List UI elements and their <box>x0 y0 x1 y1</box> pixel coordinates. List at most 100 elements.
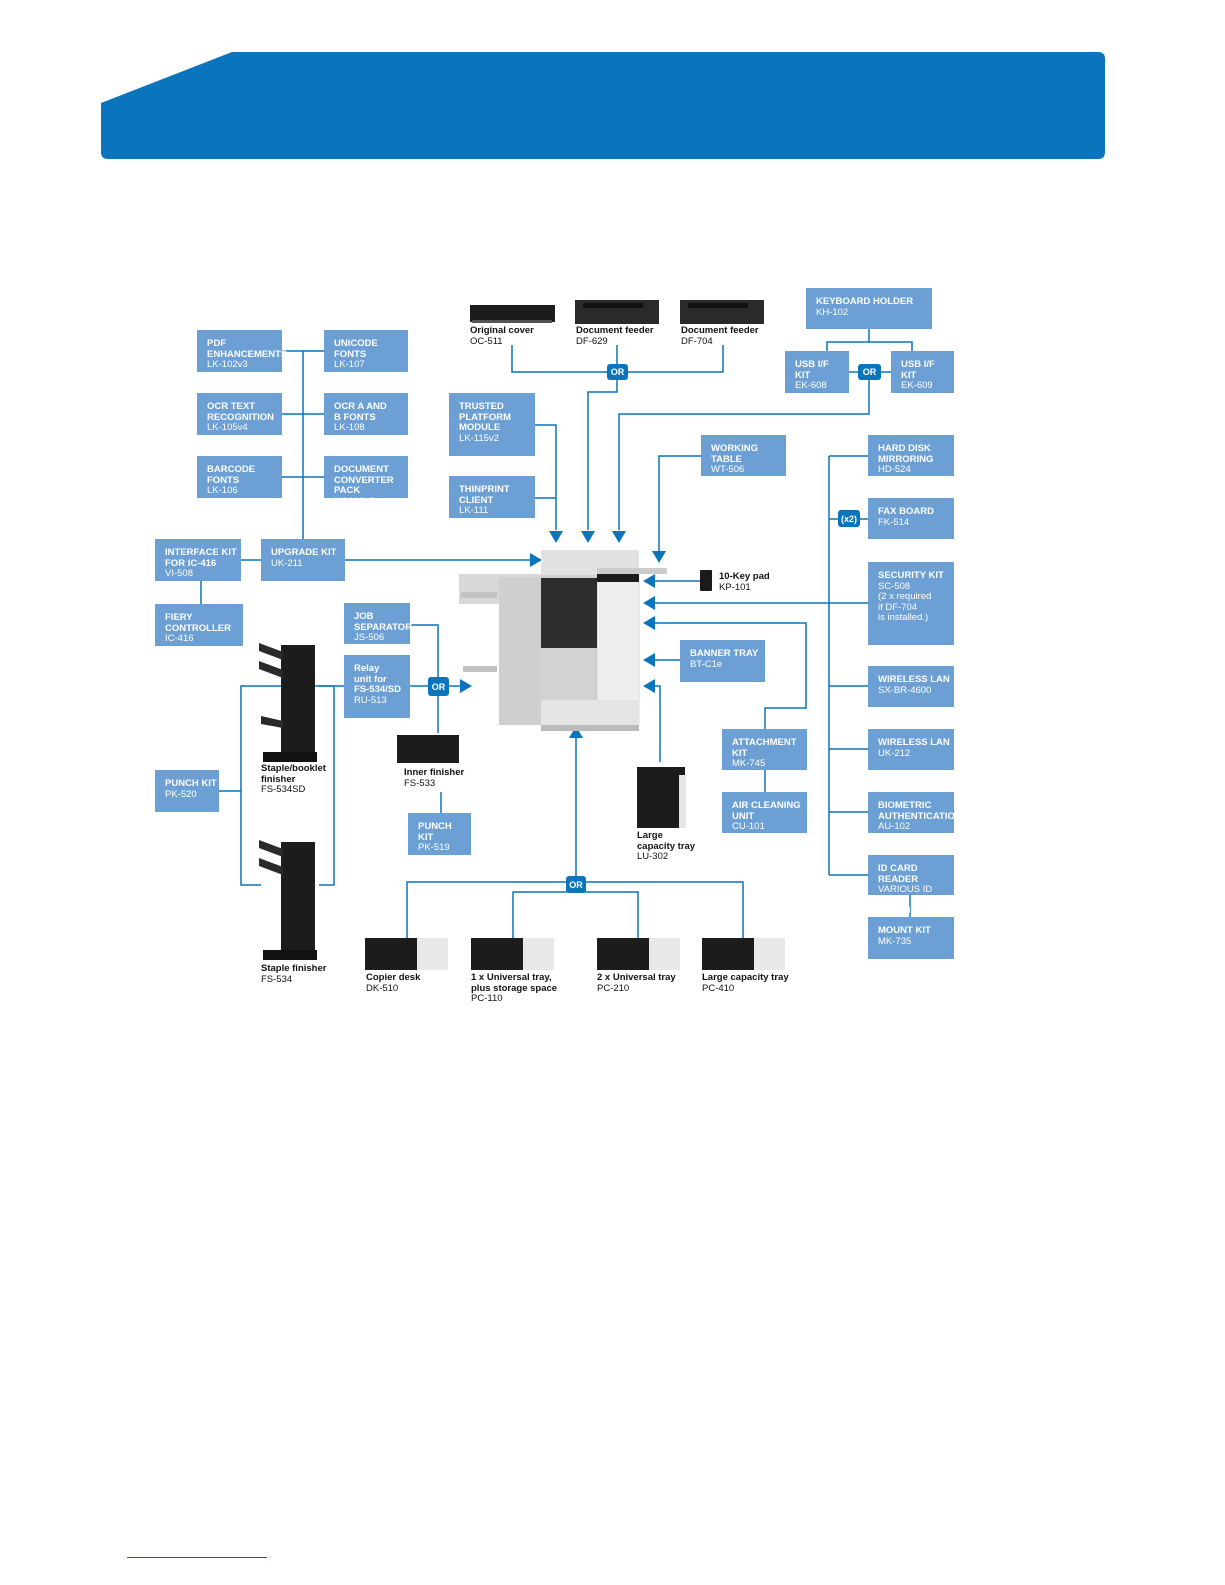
box-name: KEYBOARD HOLDER <box>816 296 914 307</box>
product-name: 10-Key pad <box>719 571 770 582</box>
product-name: Inner finisher <box>404 767 465 778</box>
product-name: Large capacity tray <box>637 830 696 852</box>
box-name: BIOMETRIC AUTHENTICATION <box>878 800 962 822</box>
or-badge-usb: OR <box>858 364 881 380</box>
box-name: JOB SEPARATOR <box>354 611 413 633</box>
box-code: VI-508 <box>165 568 193 579</box>
box-code: RU-513 <box>354 694 387 706</box>
box-code: CU-101 <box>732 821 765 832</box>
product-name: Original cover <box>470 325 534 336</box>
box-name: PUNCH KIT <box>418 821 452 843</box>
box-name: WORKING TABLE <box>711 443 758 465</box>
product-images <box>259 300 785 970</box>
box-name: Relay unit for FS-534/SD <box>354 663 401 695</box>
staple-booklet-finisher-image <box>259 643 317 762</box>
box-code: IC-416 <box>165 633 194 644</box>
x2-badge-fax: (x2) <box>838 510 860 527</box>
box-code: PK-520 <box>165 788 197 800</box>
product-name: Document feeder <box>576 325 654 336</box>
box-code: HD-524 <box>878 464 911 475</box>
box-code: AU-102 <box>878 821 911 832</box>
box-name: ID CARD READER <box>878 863 919 885</box>
product-code: LU-302 <box>637 851 669 862</box>
box-code: SC-508 (2 x required if DF-704 is instal… <box>878 580 932 623</box>
box-code: BT-C1e <box>690 658 723 670</box>
box-code: MK-735 <box>878 935 912 947</box>
universal-tray-pc110-image <box>471 938 554 970</box>
box-code: LK-115v2 <box>459 432 499 444</box>
box-name: TRUSTED PLATFORM MODULE <box>459 401 512 433</box>
box-name: DOCUMENT CONVERTER PACK <box>334 464 394 496</box>
product-name: 2 x Universal tray <box>597 972 676 983</box>
box-name: PDF ENHANCEMENTS <box>207 338 288 360</box>
product-code: PC-210 <box>597 982 630 994</box>
box-name: OCR A AND B FONTS <box>334 401 387 423</box>
product-name: 1 x Universal tray, plus storage space <box>471 972 558 994</box>
box-name: BARCODE FONTS <box>207 464 256 486</box>
box-code: LK-102v3 <box>207 359 248 370</box>
box-code: KH-102 <box>816 306 849 318</box>
mfp-main-image <box>459 550 667 731</box>
large-capacity-tray-lu302-image <box>637 767 686 828</box>
footer-link-underline <box>127 1557 267 1558</box>
header-banner <box>101 52 1105 159</box>
box-code: UK-211 <box>271 557 303 569</box>
box-name: UPGRADE KIT <box>271 547 337 558</box>
staple-finisher-image <box>259 840 317 960</box>
original-cover-image <box>470 305 555 322</box>
product-name: Document feeder <box>681 325 759 336</box>
box-name: HARD DISK MIRRORING <box>878 443 934 465</box>
product-name: Copier desk <box>366 972 421 983</box>
product-code: DF-629 <box>576 335 608 347</box>
product-code: FS-533 <box>404 777 436 789</box>
box-name: SECURITY KIT <box>878 570 944 581</box>
box-name: USB I/F KIT <box>901 359 935 381</box>
arrow-heads <box>460 531 666 738</box>
product-code: PC-110 <box>471 993 503 1004</box>
box-code: LK-110v2 <box>334 495 374 507</box>
product-name: Staple/booklet finisher <box>261 763 326 785</box>
product-code: DK-510 <box>366 982 399 994</box>
product-name: Large capacity tray <box>702 972 789 983</box>
box-name: THINPRINT CLIENT <box>459 484 510 506</box>
box-code: LK-106 <box>207 485 238 496</box>
box-name: INTERFACE KIT FOR IC-416 <box>165 547 237 569</box>
product-code: DF-704 <box>681 335 713 347</box>
box-name: FIERY CONTROLLER <box>165 612 231 634</box>
box-code: LK-107 <box>334 359 365 370</box>
box-code: EK-608 <box>795 380 827 391</box>
box-name: OCR TEXT RECOGNITION <box>207 401 275 423</box>
product-code: OC-511 <box>470 335 503 347</box>
inner-finisher-image <box>397 735 459 763</box>
product-code: FS-534SD <box>261 784 306 795</box>
